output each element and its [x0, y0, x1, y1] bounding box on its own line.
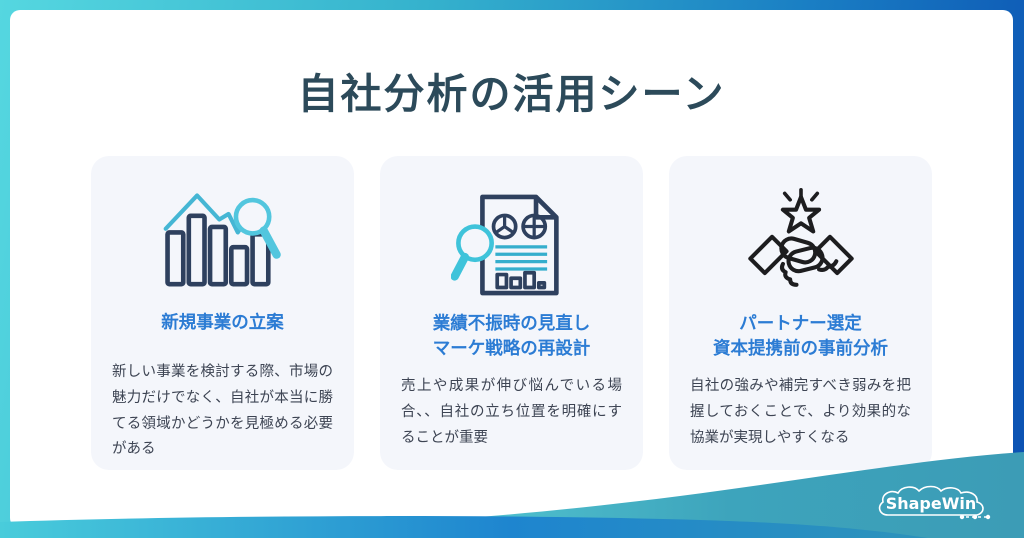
card-icon-wrap — [401, 186, 622, 304]
card-icon-wrap — [112, 186, 333, 290]
bar-chart-magnifier-icon — [163, 193, 281, 287]
heading-line: マーケ戦略の再設計 — [432, 339, 591, 359]
card-heading: 業績不振時の見直し マーケ戦略の再設計 — [401, 310, 622, 364]
card-body: 売上や成果が伸び悩んでいる場合、、自社の立ち位置を明確にすることが重要 — [401, 378, 622, 446]
heading-line: パートナー選定 — [739, 314, 862, 335]
page-title: 自社分析の活用シーン — [297, 70, 726, 118]
teal-wave-shape — [372, 452, 1024, 538]
bottom-wave-decoration — [0, 452, 1024, 538]
card-icon-wrap — [690, 186, 911, 304]
heading-line: 資本提携前の事前分析 — [713, 339, 888, 359]
handshake-shape — [747, 234, 854, 287]
card-body: 新しい事業を検討する際、市場の魅力だけでなく、自社が本当に勝てる領域かどうかを見… — [112, 364, 333, 458]
content-panel: 自社分析の活用シーン — [10, 10, 1013, 528]
brand-logo: ShapeWin — [874, 484, 996, 530]
handshake-star-icon — [747, 188, 854, 287]
star-rays — [782, 188, 819, 202]
logo-text: ShapeWin — [886, 494, 977, 513]
blue-wave-strip — [0, 516, 928, 538]
heading-line: 業績不振時の見直し — [432, 314, 591, 335]
card-performance-review: 業績不振時の見直し マーケ戦略の再設計 売上や成果が伸び悩んでいる場合、、自社の… — [380, 156, 643, 470]
report-document — [479, 194, 559, 296]
card-heading: パートナー選定 資本提携前の事前分析 — [690, 310, 911, 364]
card-body: 自社の強みや補完すべき弱みを把握しておくことで、より効果的な協業が実現しやすくな… — [690, 378, 911, 446]
card-new-business: 新規事業の立案 新しい事業を検討する際、市場の魅力だけでなく、自社が本当に勝てる… — [91, 156, 354, 470]
magnifier-glass — [450, 224, 494, 281]
shapewin-logo: ShapeWin — [878, 485, 991, 520]
trend-line — [163, 193, 247, 235]
cards-row: 新規事業の立案 新しい事業を検討する際、市場の魅力だけでなく、自社が本当に勝てる… — [10, 156, 1013, 470]
star-shape — [780, 195, 821, 234]
document-magnifier-icon — [450, 194, 559, 296]
card-partner-selection: パートナー選定 資本提携前の事前分析 自社の強みや補完すべき弱みを把握しておくこ… — [669, 156, 932, 470]
heading-line: 新規事業の立案 — [161, 312, 284, 333]
magnifier-glass — [233, 197, 281, 259]
logo-node-line — [959, 514, 991, 520]
card-heading: 新規事業の立案 — [112, 296, 333, 350]
cloud-outline-icon — [878, 485, 984, 516]
